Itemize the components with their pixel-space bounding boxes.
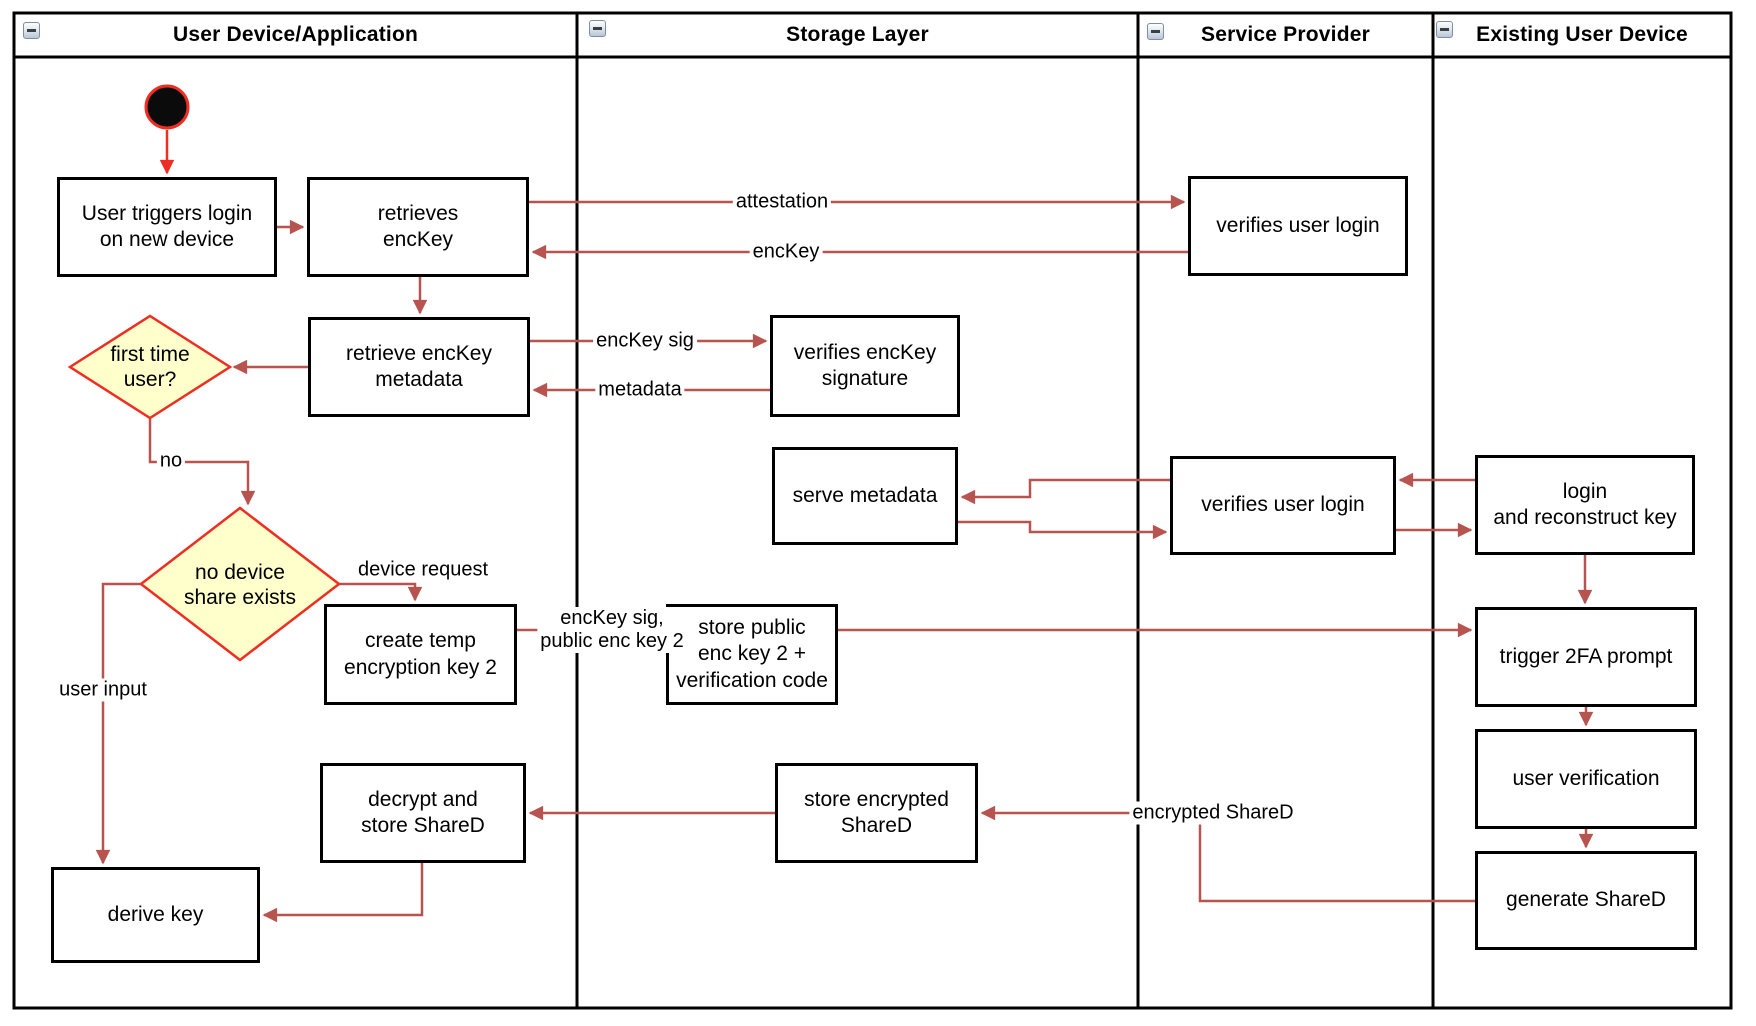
node-user-triggers-login[interactable]: User triggers login on new device xyxy=(57,177,277,277)
node-create-temp-key[interactable]: create temp encryption key 2 xyxy=(324,604,517,705)
decision-label-no-device-share: no device share exists xyxy=(183,560,297,609)
edge-label-enckey-sig: encKey sig xyxy=(593,329,697,353)
edge-no-branch xyxy=(148,418,256,506)
edge-label-metadata: metadata xyxy=(595,378,685,402)
node-verifies-user-login-mid[interactable]: verifies user login xyxy=(1170,456,1396,555)
node-user-verification[interactable]: user verification xyxy=(1475,729,1697,829)
edge-user-input xyxy=(95,582,141,865)
collapse-lane-icon[interactable] xyxy=(1147,23,1164,40)
edge-decrypt-to-derive xyxy=(262,863,424,923)
edge-servemetadata-to-verifies xyxy=(958,520,1168,540)
start-node[interactable] xyxy=(144,84,190,130)
edge-label-enckey: encKey xyxy=(749,240,823,264)
node-generate-shared[interactable]: generate ShareD xyxy=(1475,851,1697,950)
node-retrieve-enckey-metadata[interactable]: retrieve encKey metadata xyxy=(308,317,530,417)
pool-frame xyxy=(12,11,1733,1010)
lane-header-storage-layer: Storage Layer xyxy=(786,23,929,46)
lane-header-existing-user-device: Existing User Device xyxy=(1476,23,1688,46)
edge-label-no: no xyxy=(156,449,186,473)
decision-label-first-time-user: first time user? xyxy=(110,342,190,391)
lane-header-service-provider: Service Provider xyxy=(1201,23,1370,46)
decision-no-device-share[interactable] xyxy=(138,506,342,662)
edge-verifies-to-servemetadata xyxy=(960,478,1170,505)
edge-label-encrypted-shared: encrypted ShareD xyxy=(1129,801,1297,825)
collapse-lane-icon[interactable] xyxy=(23,22,40,39)
node-trigger-2fa-prompt[interactable]: trigger 2FA prompt xyxy=(1475,607,1697,707)
node-verifies-user-login-top[interactable]: verifies user login xyxy=(1188,176,1408,276)
node-serve-metadata[interactable]: serve metadata xyxy=(772,447,958,545)
collapse-lane-icon[interactable] xyxy=(589,20,606,37)
edge-label-device-request: device request xyxy=(354,558,492,582)
edge-label-user-input: user input xyxy=(56,678,150,702)
edge-label-attestation: attestation xyxy=(732,190,832,214)
node-derive-key[interactable]: derive key xyxy=(51,867,260,963)
edge-label-enckey-sig-public: encKey sig, public enc key 2 xyxy=(537,607,687,653)
decision-first-time-user[interactable] xyxy=(67,314,233,420)
node-login-reconstruct-key[interactable]: login and reconstruct key xyxy=(1475,455,1695,555)
lane-header-user-device: User Device/Application xyxy=(172,23,418,46)
edge-device-request xyxy=(339,582,423,602)
node-retrieves-enckey[interactable]: retrieves encKey xyxy=(307,177,529,277)
collapse-lane-icon[interactable] xyxy=(1436,21,1453,38)
node-store-public-key[interactable]: store public enc key 2 + verification co… xyxy=(666,604,838,705)
node-verifies-enckey-signature[interactable]: verifies encKey signature xyxy=(770,315,960,417)
edge-encrypted-shared xyxy=(980,805,1475,903)
node-store-encrypted-shared[interactable]: store encrypted ShareD xyxy=(775,763,978,863)
node-decrypt-store-shared[interactable]: decrypt and store ShareD xyxy=(320,763,526,863)
